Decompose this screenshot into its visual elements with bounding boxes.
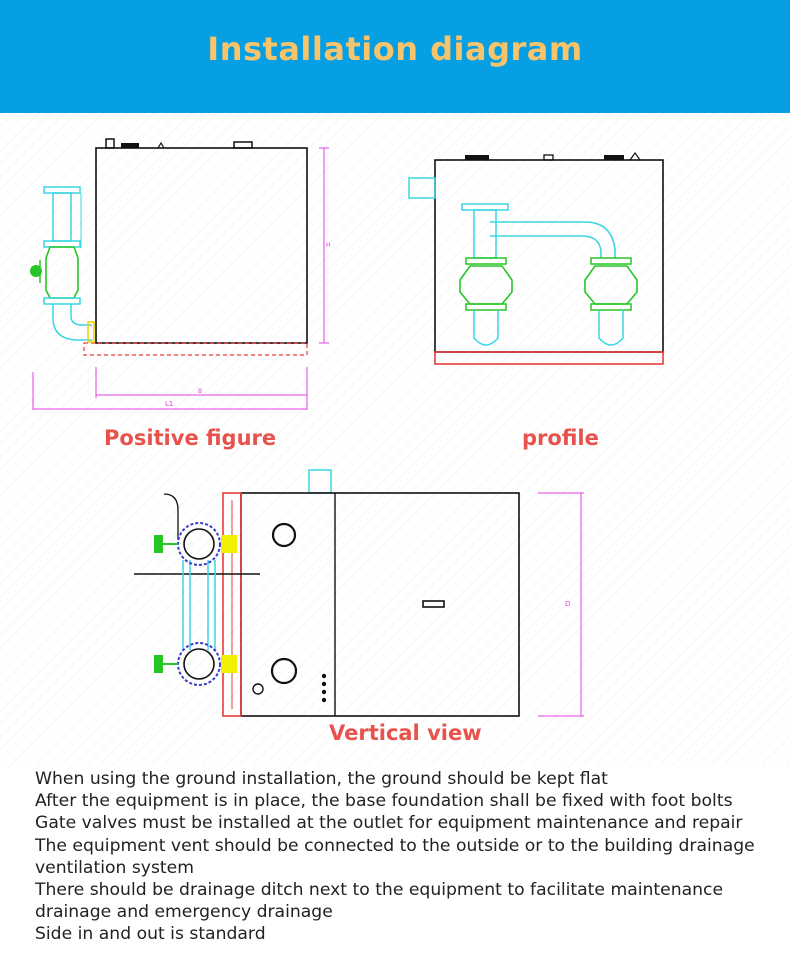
tank-body	[95, 147, 308, 344]
manhole-bottom	[270, 657, 298, 685]
top-fitting	[465, 155, 489, 160]
check-valve-left	[459, 265, 513, 305]
caption-positive-figure: Positive figure	[104, 426, 277, 450]
pipe-elbow	[52, 304, 92, 341]
coupling-top	[221, 535, 237, 553]
top-fitting	[105, 138, 115, 149]
top-fitting	[604, 155, 624, 160]
profile-drawing	[408, 151, 664, 365]
caption-profile: profile	[522, 426, 599, 450]
note-item: Side in and out is standard	[35, 924, 266, 945]
dimension-label-d: D	[565, 600, 570, 608]
pipe-riser	[52, 192, 72, 242]
valve-handle-top	[154, 535, 163, 553]
small-port	[252, 683, 264, 695]
header-banner: Installation diagram	[0, 0, 790, 113]
manhole-top	[271, 522, 297, 548]
base-foundation	[434, 351, 664, 365]
installation-notes: When using the ground installation, the …	[35, 768, 785, 946]
pipe-flange	[43, 297, 81, 305]
pipe-riser	[473, 209, 497, 259]
gate-valve	[45, 246, 79, 299]
vent-pipe	[308, 469, 332, 494]
pipe-flange	[461, 203, 509, 211]
pipe-flange	[43, 186, 81, 194]
note-item: After the equipment is in place, the bas…	[35, 791, 733, 812]
dimension-label-b: B	[198, 388, 202, 395]
pipe-flange	[43, 240, 81, 248]
level-gauge	[422, 600, 445, 608]
check-valve-right	[584, 265, 638, 305]
coupling-bottom	[221, 655, 237, 673]
note-item: There should be drainage ditch next to t…	[35, 880, 724, 923]
inlet-pipe	[408, 177, 436, 199]
dimension-label-l1: L1	[165, 400, 173, 408]
base-foundation	[83, 342, 308, 356]
drawing-area	[0, 113, 790, 765]
dimension-label-h: H	[326, 242, 331, 249]
valve-handwheel	[30, 265, 42, 277]
suction-pipe-left	[473, 310, 499, 346]
top-fitting	[157, 141, 165, 149]
note-item: When using the ground installation, the …	[35, 769, 608, 789]
page-title: Installation diagram	[207, 30, 583, 68]
note-item: Gate valves must be installed at the out…	[35, 813, 743, 834]
caption-vertical-view: Vertical view	[329, 721, 482, 745]
base-rail	[222, 492, 242, 717]
coupling	[87, 321, 95, 343]
suction-pipe-right	[598, 310, 624, 346]
note-item: The equipment vent should be connected t…	[35, 835, 755, 878]
discharge-header-pipe	[490, 221, 616, 258]
vertical-view-drawing: D	[134, 469, 584, 717]
top-fitting	[121, 143, 139, 148]
valve-handle-bottom	[154, 655, 163, 673]
installation-drawings: H B L1	[30, 138, 664, 717]
positive-figure-drawing: H B L1	[30, 138, 331, 410]
tank-body	[434, 159, 664, 353]
top-fitting	[233, 141, 253, 149]
